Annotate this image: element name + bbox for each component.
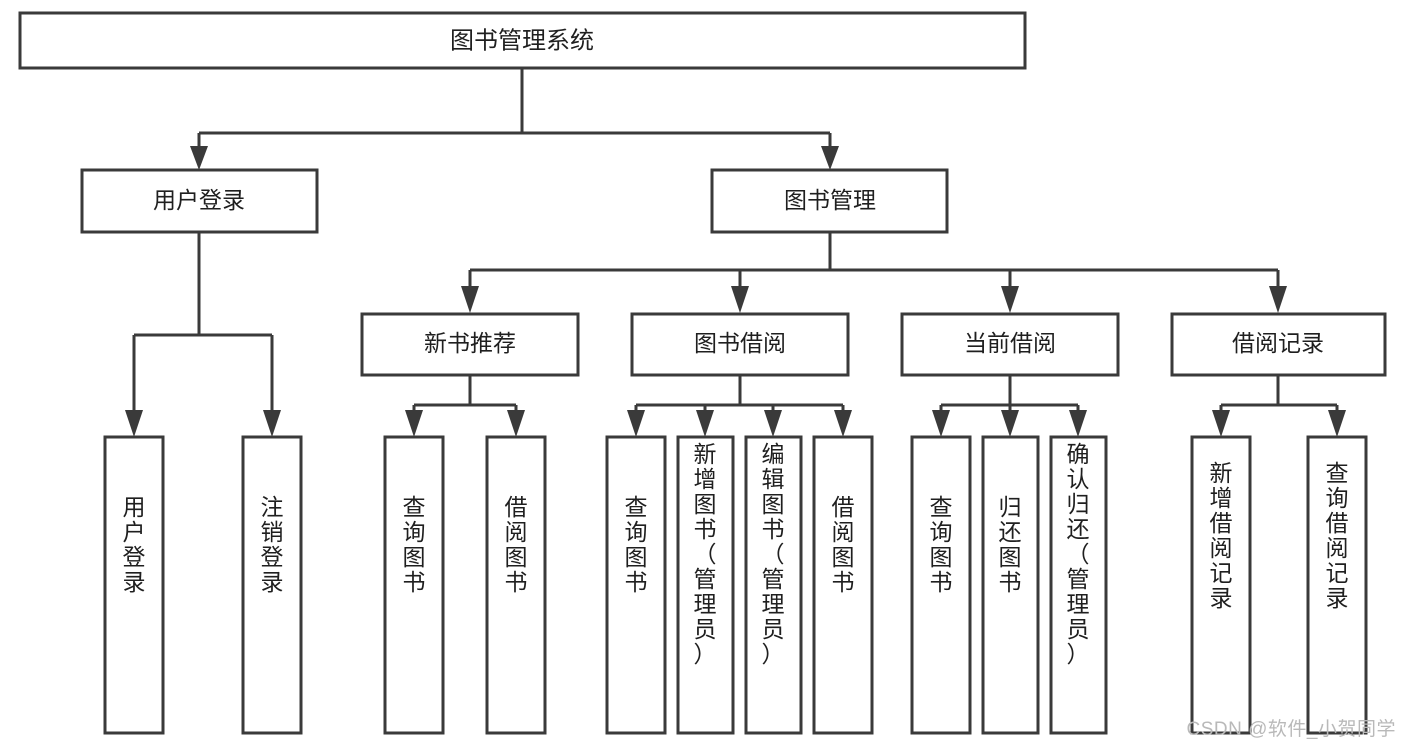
node-borrow-record-box[interactable] [1170,312,1387,377]
node-new-book-rec-label: 新书推荐 [424,330,516,356]
node-leaf-logout-login-box[interactable] [241,435,303,735]
node-book-borrow[interactable]: 图书借阅 [630,312,850,377]
node-root-label: 图书管理系统 [450,27,594,54]
node-leaf-user-login-box[interactable] [103,435,165,735]
node-leaf-edit-book[interactable]: 编辑图书（管理员） [744,435,803,735]
node-leaf-borrow-book-1-label: 借阅图书 [505,494,528,595]
arrow-head-leaf-query-book-3 [932,410,950,437]
arrow-head-leaf-add-record [1212,410,1230,437]
node-leaf-add-book-label: 新增图书（管理员） [694,441,717,667]
node-book-borrow-label: 图书借阅 [694,330,786,356]
node-leaf-edit-book-label: 编辑图书（管理员） [762,441,785,667]
node-user-login-box[interactable] [80,168,319,234]
node-leaf-query-book-2[interactable]: 查询图书 [605,435,667,735]
arrow-head-leaf-return-book [1001,410,1019,437]
node-leaf-confirm-return-label: 确认归还（管理员） [1067,441,1090,667]
node-root[interactable]: 图书管理系统 [18,11,1027,70]
arrow-head-leaf-add-book [696,410,714,437]
node-leaf-query-book-1-box[interactable] [383,435,445,735]
node-leaf-edit-book-box[interactable] [744,435,803,735]
node-book-borrow-box[interactable] [630,312,850,377]
arrow-head-book-manage [821,146,839,170]
node-leaf-add-record[interactable]: 新增借阅记录 [1190,435,1252,735]
connectors [125,68,1346,437]
arrow-head-leaf-user-login [125,410,143,437]
arrow-head-leaf-query-record [1328,410,1346,437]
node-new-book-rec[interactable]: 新书推荐 [360,312,580,377]
node-user-login[interactable]: 用户登录 [80,168,319,234]
node-leaf-user-login[interactable]: 用户登录 [103,435,165,735]
node-leaf-query-book-1[interactable]: 查询图书 [383,435,445,735]
node-leaf-borrow-book-1-box[interactable] [485,435,547,735]
node-leaf-query-book-2-box[interactable] [605,435,667,735]
arrow-head-user-login [190,146,208,170]
arrow-head-leaf-query-book-2 [627,410,645,437]
node-root-box[interactable] [18,11,1027,70]
node-leaf-add-record-box[interactable] [1190,435,1252,735]
node-borrow-record-label: 借阅记录 [1232,330,1324,356]
node-leaf-add-record-label: 新增借阅记录 [1210,460,1233,611]
node-leaf-query-book-3-box[interactable] [910,435,972,735]
arrow-head-leaf-logout-login [263,410,281,437]
node-leaf-query-book-1-label: 查询图书 [403,494,426,595]
node-new-book-rec-box[interactable] [360,312,580,377]
node-borrow-record[interactable]: 借阅记录 [1170,312,1387,377]
node-leaf-borrow-book-2-box[interactable] [812,435,874,735]
arrow-head-leaf-edit-book [764,410,782,437]
node-leaf-return-book-label: 归还图书 [999,494,1022,595]
node-leaf-query-record-label: 查询借阅记录 [1326,460,1349,611]
node-book-manage-label: 图书管理 [784,187,876,213]
node-leaf-return-book[interactable]: 归还图书 [981,435,1040,735]
arrow-head-leaf-borrow-book-2 [834,410,852,437]
node-leaf-logout-login-label: 注销登录 [261,494,284,595]
arrow-head-leaf-borrow-book-1 [507,410,525,437]
node-user-login-label: 用户登录 [153,187,245,213]
node-leaf-confirm-return[interactable]: 确认归还（管理员） [1049,435,1108,735]
node-current-borrow[interactable]: 当前借阅 [900,312,1120,377]
node-leaf-query-book-2-label: 查询图书 [625,494,648,595]
node-leaf-logout-login[interactable]: 注销登录 [241,435,303,735]
node-leaf-return-book-box[interactable] [981,435,1040,735]
node-leaf-query-record-box[interactable] [1306,435,1368,735]
node-leaf-add-book[interactable]: 新增图书（管理员） [676,435,735,735]
node-leaf-confirm-return-box[interactable] [1049,435,1108,735]
arrow-head-book-borrow [731,286,749,313]
node-leaf-borrow-book-1[interactable]: 借阅图书 [485,435,547,735]
node-current-borrow-label: 当前借阅 [964,330,1056,356]
node-book-manage[interactable]: 图书管理 [710,168,949,234]
arrow-head-leaf-confirm-return [1069,410,1087,437]
node-leaf-query-book-3-label: 查询图书 [930,494,953,595]
node-leaf-query-record[interactable]: 查询借阅记录 [1306,435,1368,735]
node-leaf-add-book-box[interactable] [676,435,735,735]
node-book-manage-box[interactable] [710,168,949,234]
node-leaf-borrow-book-2-label: 借阅图书 [832,494,855,595]
node-current-borrow-box[interactable] [900,312,1120,377]
arrow-head-borrow-record [1269,286,1287,313]
arrow-head-current-borrow [1001,286,1019,313]
node-leaf-query-book-3[interactable]: 查询图书 [910,435,972,735]
node-leaf-user-login-label: 用户登录 [123,494,146,595]
arrow-head-new-book-rec [461,286,479,313]
arrow-head-leaf-query-book-1 [405,410,423,437]
csdn-watermark: CSDN @软件_小贺同学 [1186,719,1396,740]
node-leaf-borrow-book-2[interactable]: 借阅图书 [812,435,874,735]
